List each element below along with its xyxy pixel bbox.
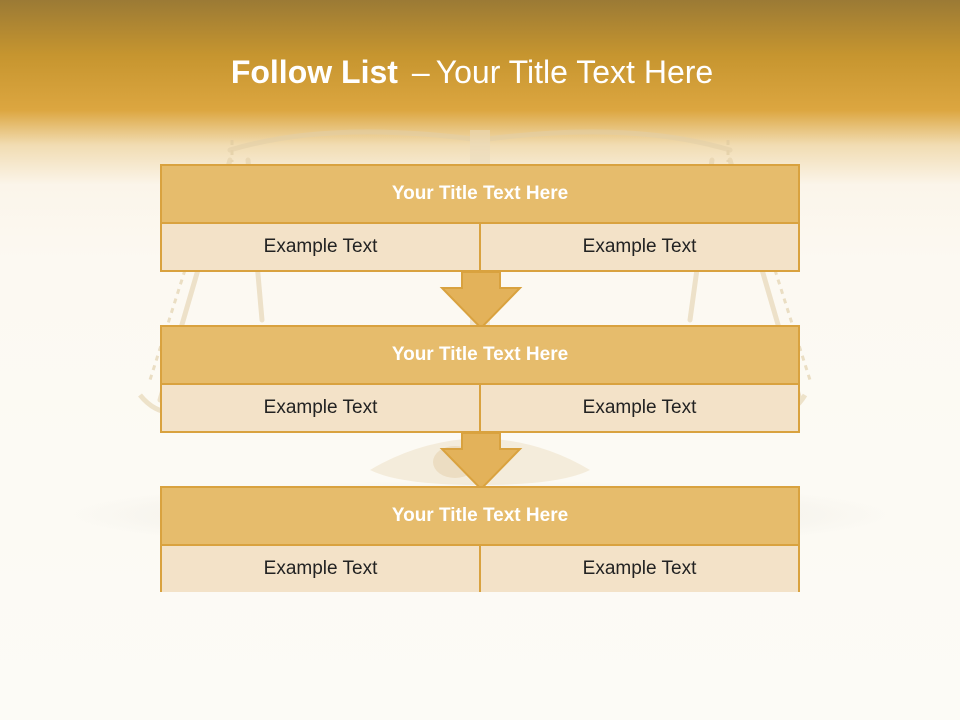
title-bold: Follow List xyxy=(230,54,398,90)
block-cell-right: Example Text xyxy=(479,385,798,431)
title-rest: Your Title Text Here xyxy=(435,54,714,90)
down-arrow-icon xyxy=(439,432,523,491)
block-cell-left: Example Text xyxy=(162,546,479,592)
block-header: Your Title Text Here xyxy=(162,166,798,224)
block-cell-left: Example Text xyxy=(162,224,479,270)
title-separator: – xyxy=(411,54,430,90)
block-header: Your Title Text Here xyxy=(162,488,798,546)
slide-title: Follow List–Your Title Text Here xyxy=(0,54,944,91)
block-row: Example Text Example Text xyxy=(162,546,798,592)
list-block-2: Your Title Text Here Example Text Exampl… xyxy=(160,325,800,433)
block-row: Example Text Example Text xyxy=(162,224,798,270)
block-row: Example Text Example Text xyxy=(162,385,798,431)
block-cell-left: Example Text xyxy=(162,385,479,431)
block-cell-right: Example Text xyxy=(479,546,798,592)
block-header: Your Title Text Here xyxy=(162,327,798,385)
list-block-1: Your Title Text Here Example Text Exampl… xyxy=(160,164,800,272)
down-arrow-icon xyxy=(439,271,523,330)
list-block-3: Your Title Text Here Example Text Exampl… xyxy=(160,486,800,592)
block-cell-right: Example Text xyxy=(479,224,798,270)
